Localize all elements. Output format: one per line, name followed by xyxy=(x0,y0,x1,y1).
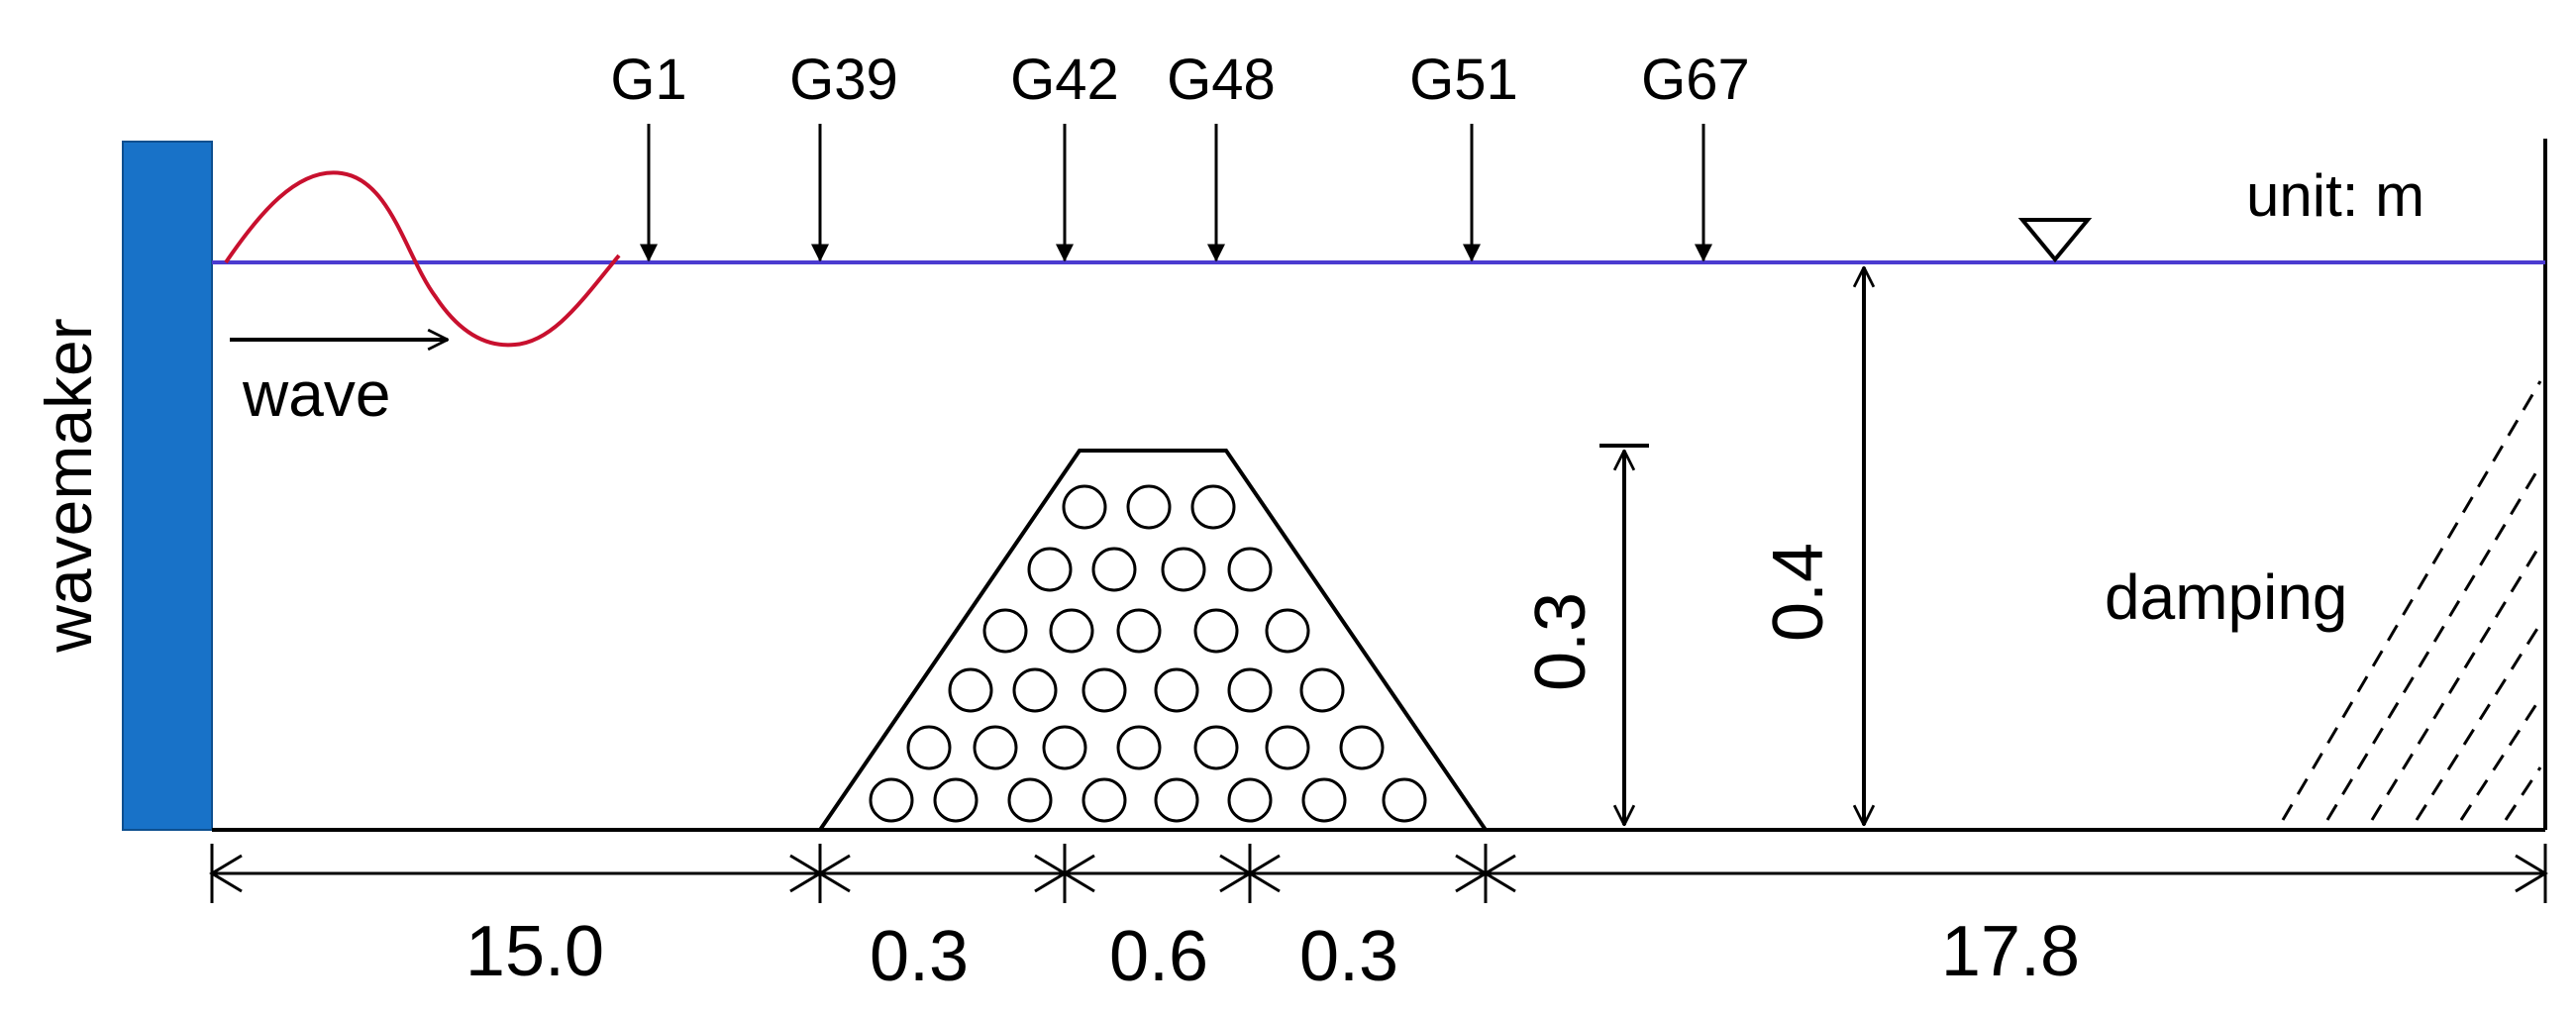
wave-label: wave xyxy=(242,358,390,430)
gauge-label-g67: G67 xyxy=(1641,48,1750,112)
porous-structure xyxy=(818,449,1488,832)
structure-height-label: 0.3 xyxy=(1521,592,1600,691)
wave-curve xyxy=(224,170,621,348)
water-depth-label: 0.4 xyxy=(1759,543,1838,642)
free-surface-symbol xyxy=(2017,218,2093,263)
gauge-label-g42: G42 xyxy=(1010,48,1119,112)
dim-label-15: 15.0 xyxy=(465,912,604,991)
gauge-label-g48: G48 xyxy=(1167,48,1276,112)
gauge-group: G1 G39 G42 G48 G51 G67 xyxy=(610,48,1750,262)
dim-label-0.3-right: 0.3 xyxy=(1299,917,1398,996)
horizontal-dimensions xyxy=(209,844,2548,903)
dim-label-0.6: 0.6 xyxy=(1109,917,1208,996)
gauge-label-g1: G1 xyxy=(610,48,686,112)
damping-zone xyxy=(2281,380,2542,821)
unit-label: unit: m xyxy=(2246,162,2424,229)
structure-circles xyxy=(869,484,1427,823)
dim-label-0.3-left: 0.3 xyxy=(870,917,969,996)
gauge-label-g51: G51 xyxy=(1409,48,1518,112)
wavemaker-paddle xyxy=(122,141,213,831)
dim-label-17.8: 17.8 xyxy=(1941,912,2080,991)
gauge-label-g39: G39 xyxy=(789,48,898,112)
damping-label: damping xyxy=(2105,561,2348,633)
wavemaker-label: wavemaker xyxy=(32,318,105,653)
